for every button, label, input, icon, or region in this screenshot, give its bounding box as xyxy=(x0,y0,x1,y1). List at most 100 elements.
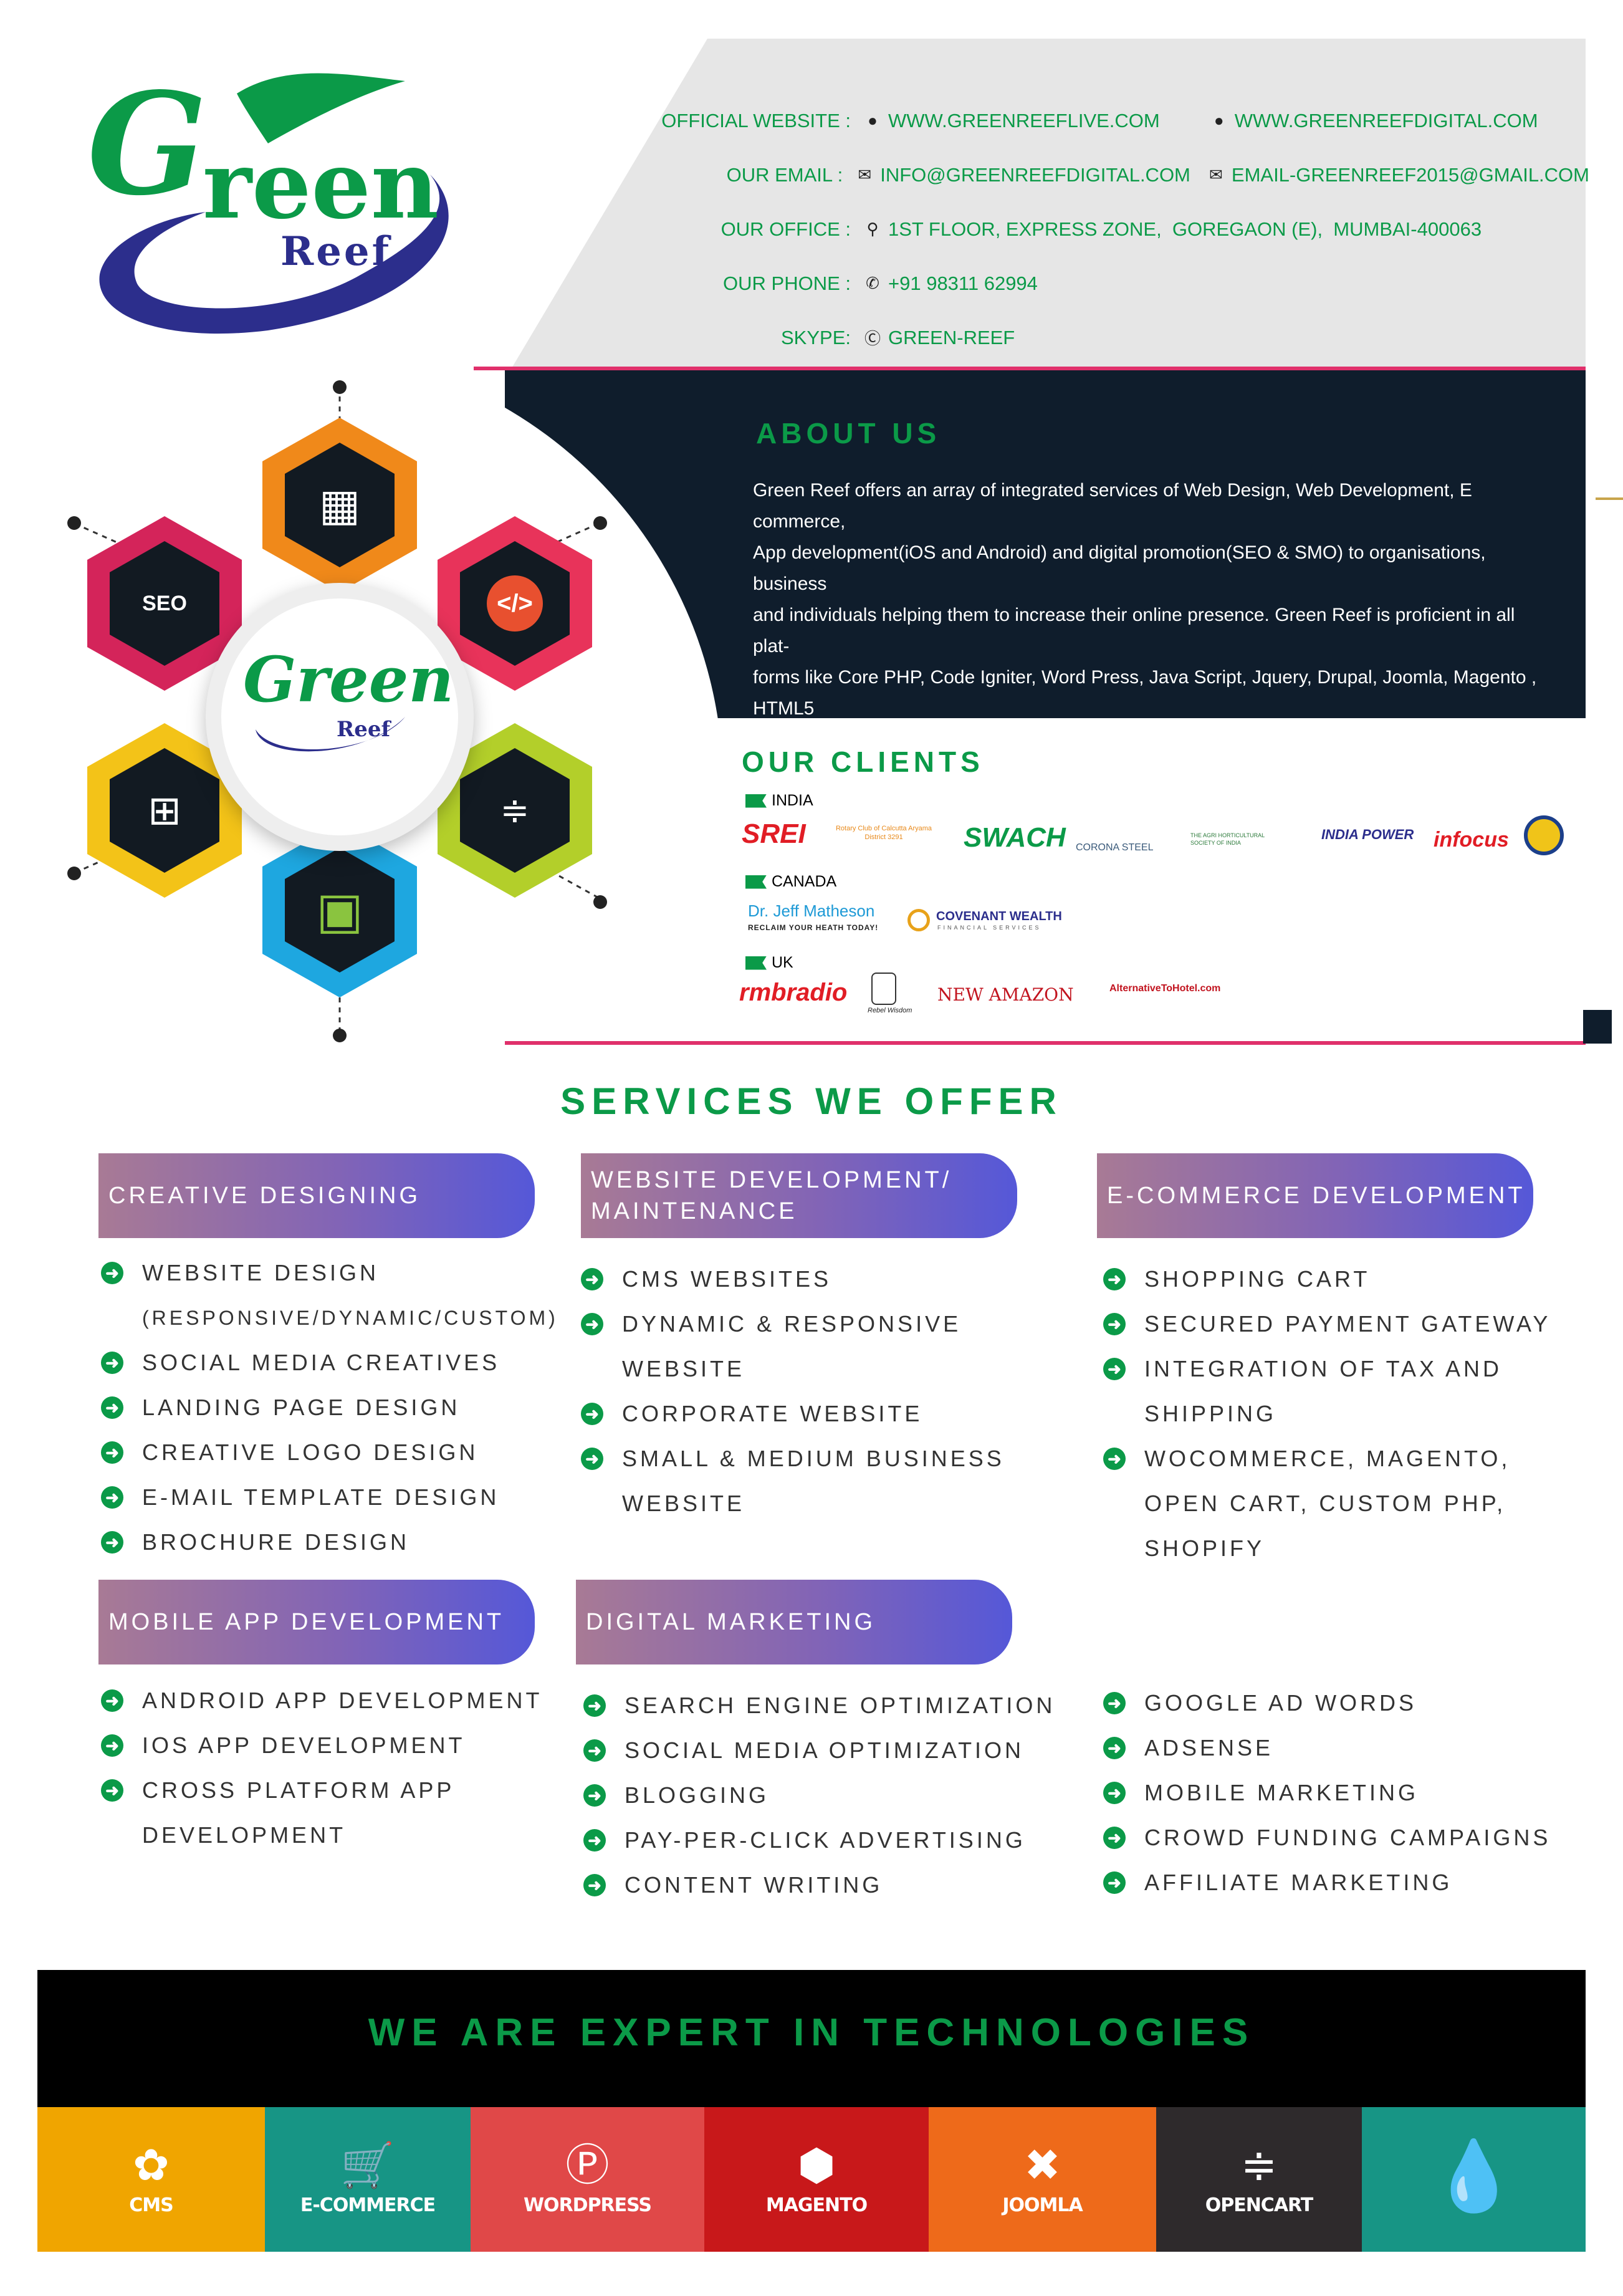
service-list-creative: ➜WEBSITE DESIGN (RESPONSIVE/DYNAMIC/CUST… xyxy=(101,1251,558,1565)
center-logo-text: Green xyxy=(243,643,454,716)
tech-label: CMS xyxy=(129,2194,173,2216)
list-item: ➜BROCHURE DESIGN xyxy=(101,1520,558,1565)
arrow-right-icon: ➜ xyxy=(101,1396,123,1419)
contact-row-email: OUR EMAIL : ✉INFO@GREENREEFDIGITAL.COM ✉… xyxy=(630,148,1589,202)
arrow-right-icon: ➜ xyxy=(1103,1782,1126,1804)
technologies-band xyxy=(37,1970,1586,2107)
cms-icon: ✿ xyxy=(133,2139,170,2191)
flag-icon xyxy=(745,875,767,889)
magento-icon: ⬢ xyxy=(797,2139,836,2191)
about-text: Green Reef offers an array of integrated… xyxy=(753,475,1544,818)
client-logo: AlternativeToHotel.com xyxy=(1109,983,1221,994)
client-logo: Rotary Club of Calcutta Aryama District … xyxy=(835,825,932,841)
list-item: ➜AFFILIATE MARKETING xyxy=(1103,1860,1551,1905)
service-list-mobile: ➜ANDROID APP DEVELOPMENT ➜IOS APP DEVELO… xyxy=(101,1678,542,1858)
connector-dot xyxy=(67,867,81,880)
center-logo-swoosh-icon xyxy=(256,717,405,752)
tech-tile-cms: ✿ CMS xyxy=(37,2107,265,2252)
list-item: ➜PAY-PER-CLICK ADVERTISING xyxy=(583,1818,1055,1863)
service-list-webdev: ➜CMS WEBSITES ➜DYNAMIC & RESPONSIVE WEBS… xyxy=(581,1257,1005,1526)
service-heading-text: MOBILE APP DEVELOPMENT xyxy=(108,1609,505,1635)
arrow-right-icon: ➜ xyxy=(1103,1737,1126,1759)
list-item: ➜WEBSITE DESIGN xyxy=(101,1251,558,1295)
client-logo: THE AGRI HORTICULTURAL SOCIETY OF INDIA xyxy=(1190,832,1265,846)
list-item: ➜SMALL & MEDIUM BUSINESS xyxy=(581,1436,1005,1481)
list-item: ➜WOCOMMERCE, MAGENTO, xyxy=(1103,1436,1551,1481)
covenant-icon xyxy=(907,909,930,931)
service-heading-text: DIGITAL MARKETING xyxy=(586,1609,876,1635)
arrow-right-icon: ➜ xyxy=(581,1403,603,1425)
opencart-icon: ≑ xyxy=(1240,2139,1278,2191)
service-list-marketing: ➜SEARCH ENGINE OPTIMIZATION ➜SOCIAL MEDI… xyxy=(583,1683,1055,1908)
phone-number[interactable]: +91 98311 62994 xyxy=(888,272,1038,294)
service-heading-text: MAINTENANCE xyxy=(591,1198,798,1224)
contact-row-website: OFFICIAL WEBSITE : ●WWW.GREENREEFLIVE.CO… xyxy=(630,94,1589,148)
header-divider xyxy=(474,367,1586,370)
skype-id[interactable]: GREEN-REEF xyxy=(888,326,1015,348)
about-title: ABOUT US xyxy=(756,417,941,449)
contact-label: OUR OFFICE : xyxy=(721,218,851,240)
tech-tile-joomla: ✖ JOOMLA xyxy=(929,2107,1156,2252)
arrow-right-icon: ➜ xyxy=(101,1734,123,1757)
contact-row-office: OUR OFFICE : ⚲1ST FLOOR, EXPRESS ZONE, G… xyxy=(630,202,1589,256)
about-line: ment, Hotel Management etc). xyxy=(753,792,1005,812)
website-link[interactable]: WWW.GREENREEFLIVE.COM xyxy=(888,109,1160,132)
skype-icon: Ⓒ xyxy=(864,329,881,348)
arrow-right-icon: ➜ xyxy=(1103,1313,1126,1335)
service-heading-creative: CREATIVE DESIGNING xyxy=(98,1153,535,1238)
list-item: ➜CROSS PLATFORM APP xyxy=(101,1768,542,1813)
tech-tile-opencart: ≑OPENCART xyxy=(1156,2107,1362,2252)
about-line: App development(iOS and Android) and dig… xyxy=(753,542,1486,594)
list-item: ➜LANDING PAGE DESIGN xyxy=(101,1385,558,1430)
arrow-right-icon: ➜ xyxy=(101,1689,123,1712)
joomla-icon: ✖ xyxy=(1024,2139,1061,2191)
about-line: and so on. We are expert in making ERP s… xyxy=(753,729,1501,781)
service-heading-mobile: MOBILE APP DEVELOPMENT xyxy=(98,1580,535,1664)
tech-tile-magento: ⬢ MAGENTO xyxy=(704,2107,929,2252)
tech-label: JOOMLA xyxy=(1002,2194,1083,2216)
list-item: ➜IOS APP DEVELOPMENT xyxy=(101,1723,542,1768)
list-item: WEBSITE xyxy=(622,1356,745,1381)
email-link[interactable]: EMAIL-GREENREEF2015@GMAIL.COM xyxy=(1231,163,1589,186)
list-item: WEBSITE xyxy=(622,1491,745,1516)
arrow-right-icon: ➜ xyxy=(101,1779,123,1802)
list-item: ➜INTEGRATION OF TAX AND xyxy=(1103,1347,1551,1391)
tech-label: MAGENTO xyxy=(765,2194,868,2216)
about-line: Green Reef offers an array of integrated… xyxy=(753,480,1472,532)
service-heading-marketing: DIGITAL MARKETING xyxy=(576,1580,1012,1664)
list-item: ➜BLOGGING xyxy=(583,1773,1055,1818)
drupal-icon: 💧 xyxy=(1431,2136,1516,2216)
list-item: ➜CROWD FUNDING CAMPAIGNS xyxy=(1103,1815,1551,1860)
technologies-title: WE ARE EXPERT IN TECHNOLOGIES xyxy=(368,2011,1255,2054)
logo-swoosh-icon xyxy=(99,73,449,334)
tech-tile-ecommerce: 🛒E-COMMERCE xyxy=(265,2107,471,2252)
email-link[interactable]: INFO@GREENREEFDIGITAL.COM xyxy=(880,163,1190,186)
contact-row-phone: OUR PHONE : ✆+91 98311 62994 xyxy=(630,256,1589,310)
list-item: ➜GOOGLE AD WORDS xyxy=(1103,1681,1551,1726)
arrow-right-icon: ➜ xyxy=(1103,1827,1126,1849)
arrow-right-icon: ➜ xyxy=(581,1448,603,1470)
cart-icon: 🛒 xyxy=(340,2139,395,2191)
list-item: ➜DYNAMIC & RESPONSIVE xyxy=(581,1302,1005,1347)
android-icon: ▣ xyxy=(285,848,395,973)
decorative-line xyxy=(1596,497,1623,500)
service-heading-text: E-COMMERCE DEVELOPMENT xyxy=(1107,1183,1526,1209)
client-logo: infocus xyxy=(1434,828,1509,852)
service-heading-webdev: WEBSITE DEVELOPMENT/MAINTENANCE xyxy=(581,1153,1017,1238)
arrow-right-icon: ➜ xyxy=(583,1829,606,1852)
connector-dot xyxy=(593,895,607,909)
website-link[interactable]: WWW.GREENREEFDIGITAL.COM xyxy=(1234,109,1538,132)
list-item: ➜CONTENT WRITING xyxy=(583,1863,1055,1908)
about-line: and individuals helping them to increase… xyxy=(753,605,1515,656)
client-logo: SREI xyxy=(742,819,806,849)
arrow-right-icon: ➜ xyxy=(101,1486,123,1509)
arrow-right-icon: ➜ xyxy=(1103,1871,1126,1894)
arrow-right-icon: ➜ xyxy=(583,1694,606,1717)
arrow-right-icon: ➜ xyxy=(101,1352,123,1374)
list-item: ➜SEARCH ENGINE OPTIMIZATION xyxy=(583,1683,1055,1728)
phone-icon: ✆ xyxy=(866,274,879,292)
header-background xyxy=(511,39,1586,369)
globe-icon: ● xyxy=(1214,111,1224,130)
